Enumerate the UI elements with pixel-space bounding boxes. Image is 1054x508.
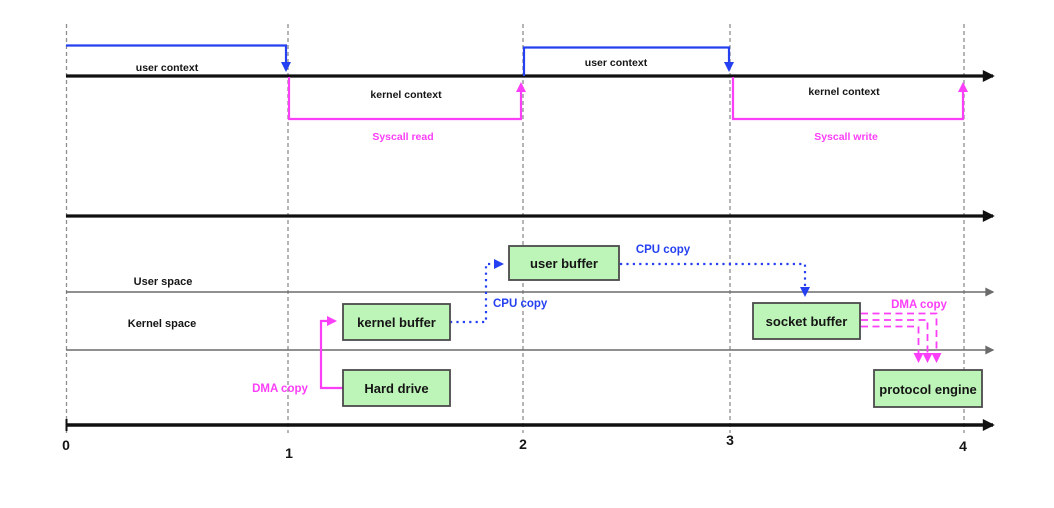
hard-drive-label: Hard drive (364, 381, 428, 396)
user-context-line-2 (522, 46, 734, 76)
cpu-copy-arrow-1 (450, 259, 504, 324)
syscall-read-line (287, 77, 526, 121)
cpu-copy-arrow-2 (620, 262, 810, 297)
axis-tick-4: 4 (959, 438, 967, 454)
dma-copy-arrow-2b (861, 319, 933, 363)
axis-tick-1: 1 (285, 445, 293, 461)
kernel-space-label: Kernel space (128, 318, 196, 330)
socket-buffer-rect (752, 302, 861, 340)
axis-tick-3: 3 (726, 432, 734, 448)
protocol-engine-label: protocol engine (879, 382, 977, 397)
dma-copy-arrow-2c (861, 325, 924, 363)
context-switch-track: user context kernel context Syscall read… (66, 44, 995, 143)
socket-buffer-box: socket buffer (752, 302, 861, 340)
hard-drive-rect (342, 369, 451, 407)
gridlines (65, 24, 965, 433)
dma-copy-arrow-1 (319, 316, 343, 390)
user-space-label: User space (134, 276, 193, 288)
user-context-line-1 (66, 44, 291, 72)
kernel-buffer-box: kernel buffer (342, 303, 451, 341)
buffer-boxes: kernel buffer user buffer Hard drive soc… (342, 245, 983, 408)
kernel-buffer-label: kernel buffer (357, 315, 436, 330)
time-axis: 0 1 2 3 4 (62, 419, 995, 461)
socket-buffer-label: socket buffer (766, 314, 848, 329)
axis-tick-2: 2 (519, 436, 527, 452)
cpu-copy-label-2: CPU copy (636, 244, 691, 256)
hard-drive-box: Hard drive (342, 369, 451, 407)
user-buffer-box: user buffer (508, 245, 620, 281)
syscall-write-line (731, 77, 968, 121)
syscall-write-label: Syscall write (814, 131, 878, 143)
kernel-buffer-rect (342, 303, 451, 341)
user-context-label-1: user context (136, 62, 199, 74)
kernel-context-label-1: kernel context (370, 89, 442, 101)
space-band: User space Kernel space (66, 276, 995, 355)
cpu-copy-label-1: CPU copy (493, 298, 548, 310)
syscall-read-label: Syscall read (372, 131, 433, 143)
axis-tick-0: 0 (62, 437, 70, 453)
dma-copy-label-1: DMA copy (252, 383, 308, 395)
protocol-engine-rect (873, 369, 983, 408)
copy-arrows: CPU copy CPU copy DMA copy DMA copy (252, 244, 947, 395)
user-buffer-label: user buffer (530, 256, 598, 271)
dma-copy-arrow-2a (861, 312, 942, 363)
dma-copy-label-2: DMA copy (891, 299, 947, 311)
user-context-label-2: user context (585, 57, 648, 69)
user-buffer-rect (508, 245, 620, 281)
kernel-context-label-2: kernel context (808, 86, 880, 98)
protocol-engine-box: protocol engine (873, 369, 983, 408)
